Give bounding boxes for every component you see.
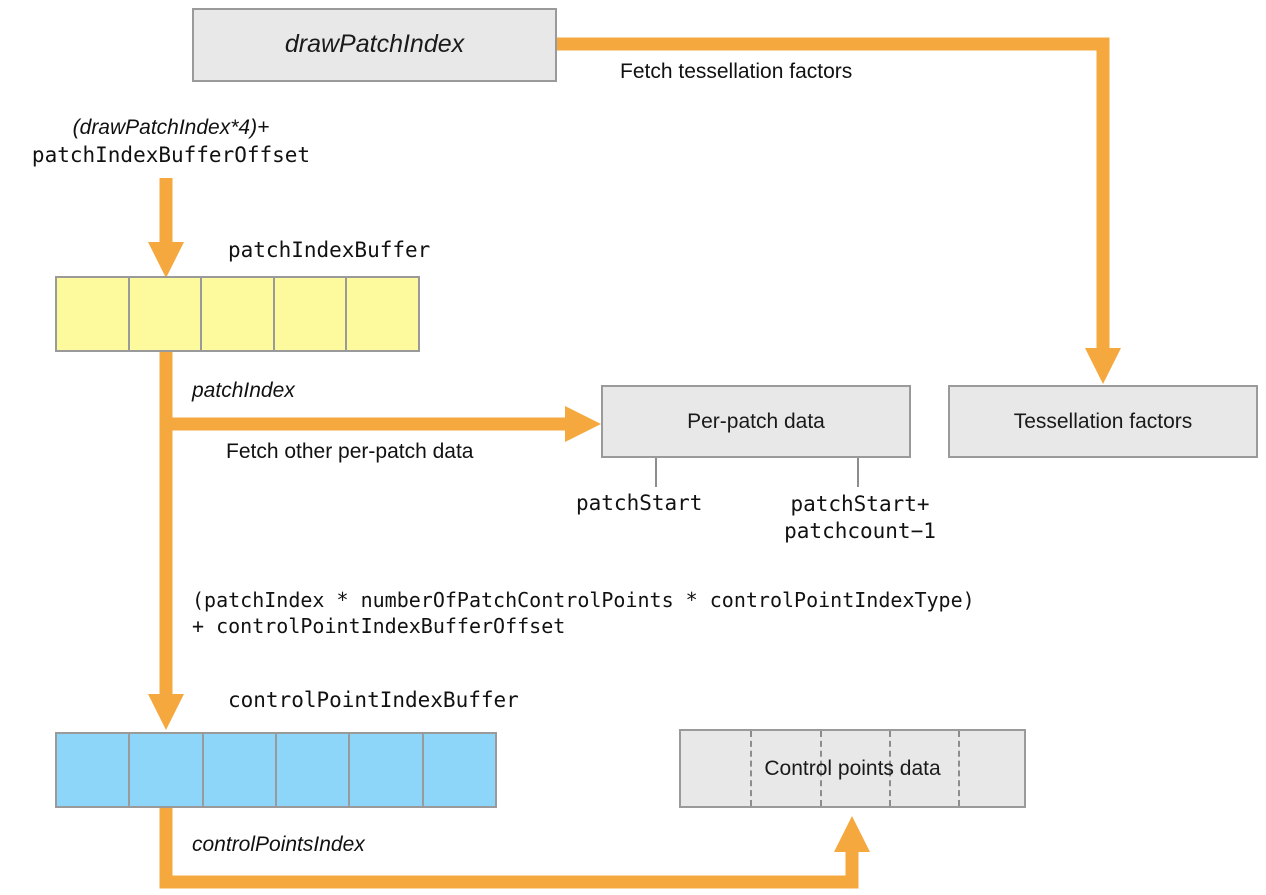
buffer-cell[interactable] <box>130 278 203 350</box>
expression-patch-index-offset-line2: patchIndexBufferOffset <box>31 142 311 167</box>
label-patch-end-line2: patchcount−1 <box>784 518 936 543</box>
label-fetch-tessellation-factors: Fetch tessellation factors <box>620 60 853 83</box>
buffer-cell[interactable] <box>57 278 130 350</box>
box-tessellation-factors-label: Tessellation factors <box>1013 409 1193 433</box>
expression-patch-index-offset-line1: (drawPatchIndex*4)+ <box>72 116 270 139</box>
control-points-divider-2 <box>820 731 822 806</box>
buffer-cell[interactable] <box>424 734 495 806</box>
box-draw-patch-index-label: drawPatchIndex <box>284 30 465 59</box>
box-draw-patch-index[interactable]: drawPatchIndex <box>192 8 557 82</box>
buffer-cell[interactable] <box>204 734 277 806</box>
arrow-patch-index-trunk <box>148 352 184 730</box>
buffer-cell[interactable] <box>57 734 131 806</box>
control-points-divider-1 <box>750 731 752 806</box>
buffer-cell[interactable] <box>350 734 424 806</box>
buffer-cell[interactable] <box>347 278 418 350</box>
buffer-cell[interactable] <box>202 278 275 350</box>
label-patch-end-line1: patchStart+ <box>790 492 930 516</box>
box-per-patch-data[interactable]: Per-patch data <box>601 385 911 458</box>
label-patch-index-buffer-name: patchIndexBuffer <box>228 238 431 262</box>
expression-control-point-offset-line1: (patchIndex * numberOfPatchControlPoints… <box>192 588 975 612</box>
label-control-point-index-buffer-name: controlPointIndexBuffer <box>228 688 519 712</box>
label-patch-index: patchIndex <box>192 379 295 402</box>
expression-control-point-offset: (patchIndex * numberOfPatchControlPoints… <box>192 588 975 639</box>
box-control-points-data-label: Control points data <box>764 756 941 780</box>
arrow-patch-index-buffer-entry <box>148 178 184 278</box>
box-tessellation-factors[interactable]: Tessellation factors <box>948 385 1258 458</box>
box-per-patch-data-label: Per-patch data <box>687 409 825 433</box>
label-patch-end: patchStart+ patchcount−1 <box>760 491 960 545</box>
arrow-fetch-other-per-patch-data <box>166 406 601 442</box>
box-control-points-data[interactable]: Control points data <box>679 729 1026 808</box>
expression-control-point-offset-line2: + controlPointIndexBufferOffset <box>192 613 566 638</box>
buffer-control-point-index-buffer[interactable] <box>55 732 497 808</box>
control-points-divider-4 <box>958 731 960 806</box>
buffer-patch-index-buffer[interactable] <box>55 276 420 352</box>
label-patch-start: patchStart <box>576 491 703 515</box>
buffer-cell[interactable] <box>130 734 204 806</box>
label-fetch-other-per-patch-data: Fetch other per-patch data <box>226 440 474 463</box>
buffer-cell[interactable] <box>277 734 351 806</box>
label-control-points-index: controlPointsIndex <box>192 833 365 856</box>
expression-patch-index-offset: (drawPatchIndex*4)+ patchIndexBufferOffs… <box>6 115 336 169</box>
arrow-fetch-tessellation-factors <box>557 37 1121 384</box>
per-patch-range-ticks <box>655 458 859 487</box>
control-points-divider-3 <box>889 731 891 806</box>
buffer-cell[interactable] <box>275 278 348 350</box>
